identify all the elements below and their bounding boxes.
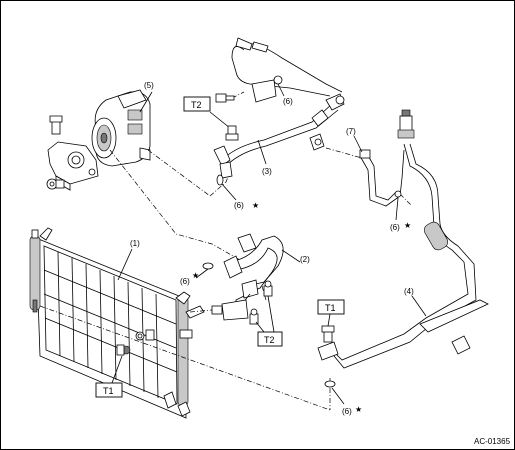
compressor-bolt-top	[49, 115, 63, 135]
leader-p4	[411, 295, 427, 317]
o-ring-6e	[324, 380, 336, 388]
compressor-bolt-bottom	[46, 178, 65, 190]
leader-t1-left	[111, 355, 123, 384]
star-6b: ★	[252, 201, 259, 210]
star-6e: ★	[355, 405, 362, 414]
pressure-switch	[397, 109, 415, 139]
bolt-t2-top	[225, 125, 239, 141]
bolt-hose-upper	[215, 93, 235, 103]
torque-box-t2-bottom	[257, 331, 283, 347]
leader-p6d	[395, 197, 399, 221]
leader-p7	[353, 135, 363, 153]
leader-p6a	[277, 83, 285, 97]
part-label-4: (4)	[404, 287, 414, 296]
suction-pipe-upper	[231, 37, 343, 103]
bolt-t1-right	[321, 325, 335, 343]
torque-label-t2-bottom: T2	[264, 335, 275, 345]
part-label-1: (1)	[130, 239, 140, 248]
star-6c: ★	[192, 271, 199, 280]
bolt-t2-bottom-b	[249, 308, 259, 325]
o-ring-6b	[216, 174, 224, 186]
part-label-6a: (6)	[283, 97, 293, 106]
leader-t2-bottom-b	[267, 295, 275, 333]
leader-p2	[281, 249, 301, 263]
leader-p3	[257, 139, 267, 165]
o-ring-6a	[273, 75, 283, 85]
figure-code: AC-01365	[474, 437, 511, 446]
leader-p6b	[221, 183, 237, 201]
pipe-7	[359, 149, 405, 207]
suction-hose-3	[213, 93, 345, 179]
star-6d: ★	[404, 221, 411, 230]
leader-p6c	[195, 268, 209, 279]
leader-p5	[139, 91, 153, 113]
compressor	[47, 89, 151, 191]
o-ring-6c	[202, 262, 214, 270]
part-label-2: (2)	[300, 255, 310, 264]
leader-t2-bottom-a	[255, 321, 265, 333]
connector-right-upper	[309, 133, 325, 151]
leader-t2-top	[209, 111, 231, 129]
torque-label-t1-left: T1	[103, 386, 114, 396]
leader-p6e	[331, 387, 345, 405]
leader-t1-right	[327, 313, 331, 327]
part-label-6d: (6)	[390, 223, 400, 232]
part-label-5: (5)	[144, 81, 154, 90]
bolt-t2-bottom-a	[263, 280, 273, 297]
part-label-7: (7)	[346, 127, 356, 136]
discharge-hose-2	[211, 233, 284, 321]
torque-label-t2-top: T2	[191, 100, 202, 110]
torque-box-t1-right	[317, 299, 345, 315]
part-label-3: (3)	[262, 167, 272, 176]
part-label-6b: (6)	[234, 201, 244, 210]
torque-box-t2-top	[183, 96, 211, 112]
part-label-6c: (6)	[180, 277, 190, 286]
part-label-6e: (6)	[342, 407, 352, 416]
center-lines	[39, 91, 413, 411]
condenser	[29, 227, 205, 419]
liquid-pipe-4	[317, 143, 489, 369]
leader-p1	[117, 248, 133, 281]
torque-box-t1-left	[95, 382, 123, 398]
torque-label-t1-right: T1	[325, 303, 336, 313]
